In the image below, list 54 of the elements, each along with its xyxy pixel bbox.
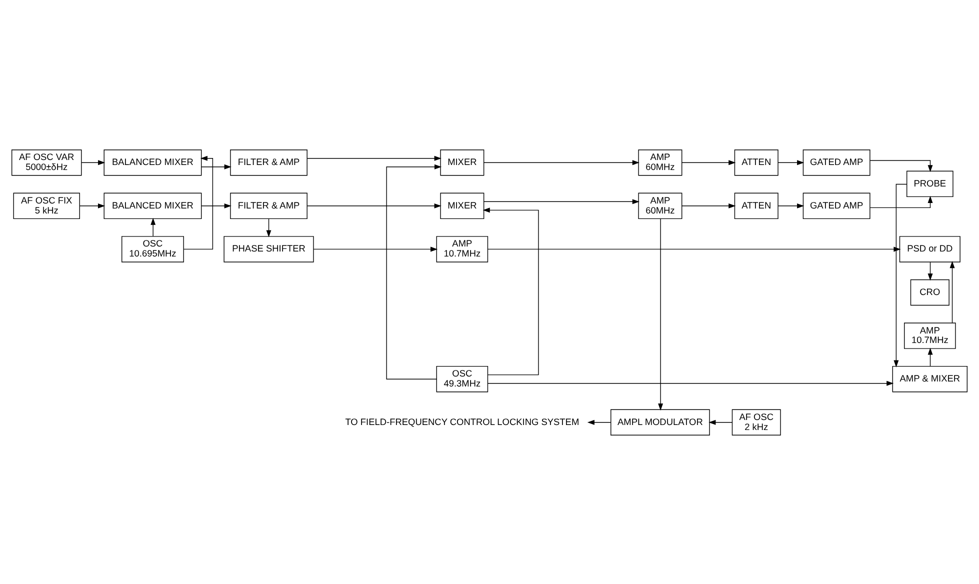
arrow: [778, 160, 804, 165]
node-box: AF OSC 2 kHz: [732, 408, 781, 436]
node-box: PROBE: [906, 170, 954, 197]
node-box: GATED AMP: [802, 192, 870, 219]
arrow: [386, 164, 442, 379]
arrow: [870, 160, 933, 172]
arrow: [81, 160, 106, 165]
arrow: [266, 218, 272, 237]
node-box: BALANCED MIXER: [104, 192, 202, 219]
arrow: [950, 260, 955, 323]
arrow: [682, 202, 736, 208]
arrow: [306, 202, 442, 208]
arrow: [928, 261, 933, 280]
node-box: AMP 10.7MHz: [436, 236, 488, 262]
arrow: [587, 419, 612, 424]
arrow: [150, 217, 156, 236]
node-box: PSD or DD: [899, 236, 960, 262]
arrow: [80, 202, 106, 208]
node-box: OSC 10.695MHz: [122, 236, 184, 262]
node-box: AF OSC FIX 5 kHz: [13, 192, 80, 219]
arrow: [778, 202, 804, 208]
node-box: BALANCED MIXER: [104, 148, 202, 176]
arrow: [488, 246, 901, 252]
node-box: AMPL MODULATOR: [610, 408, 710, 436]
node-box: AMP 60MHz: [638, 192, 682, 219]
node-text: TO FIELD-FREQUENCY CONTROL LOCKING SYSTEM: [345, 416, 580, 426]
node-box: AF OSC VAR 5000±δHz: [11, 148, 82, 176]
arrow: [708, 419, 733, 424]
arrow: [183, 155, 214, 250]
arrow: [484, 160, 640, 165]
node-box: AMP 60MHz: [638, 148, 682, 176]
arrow: [658, 218, 664, 410]
arrow: [488, 380, 894, 386]
node-box: CRO: [910, 278, 950, 306]
arrow: [870, 195, 933, 208]
node-box: MIXER: [440, 192, 484, 219]
arrow: [201, 164, 232, 169]
node-box: PHASE SHIFTER: [224, 236, 314, 262]
node-box: GATED AMP: [802, 148, 870, 176]
arrow: [482, 207, 539, 375]
arrow: [682, 160, 736, 165]
node-box: OSC 49.3MHz: [436, 365, 488, 392]
arrow: [306, 155, 442, 160]
node-box: AMP & MIXER: [892, 365, 968, 392]
node-box: FILTER & AMP: [230, 192, 308, 219]
node-box: ATTEN: [734, 192, 778, 219]
node-box: AMP 10.7MHz: [904, 322, 956, 348]
node-box: ATTEN: [734, 148, 778, 176]
arrow: [484, 198, 640, 204]
arrow: [313, 246, 438, 252]
node-box: FILTER & AMP: [230, 148, 308, 176]
arrow: [928, 347, 933, 366]
arrow: [201, 202, 232, 208]
node-box: MIXER: [440, 148, 484, 176]
